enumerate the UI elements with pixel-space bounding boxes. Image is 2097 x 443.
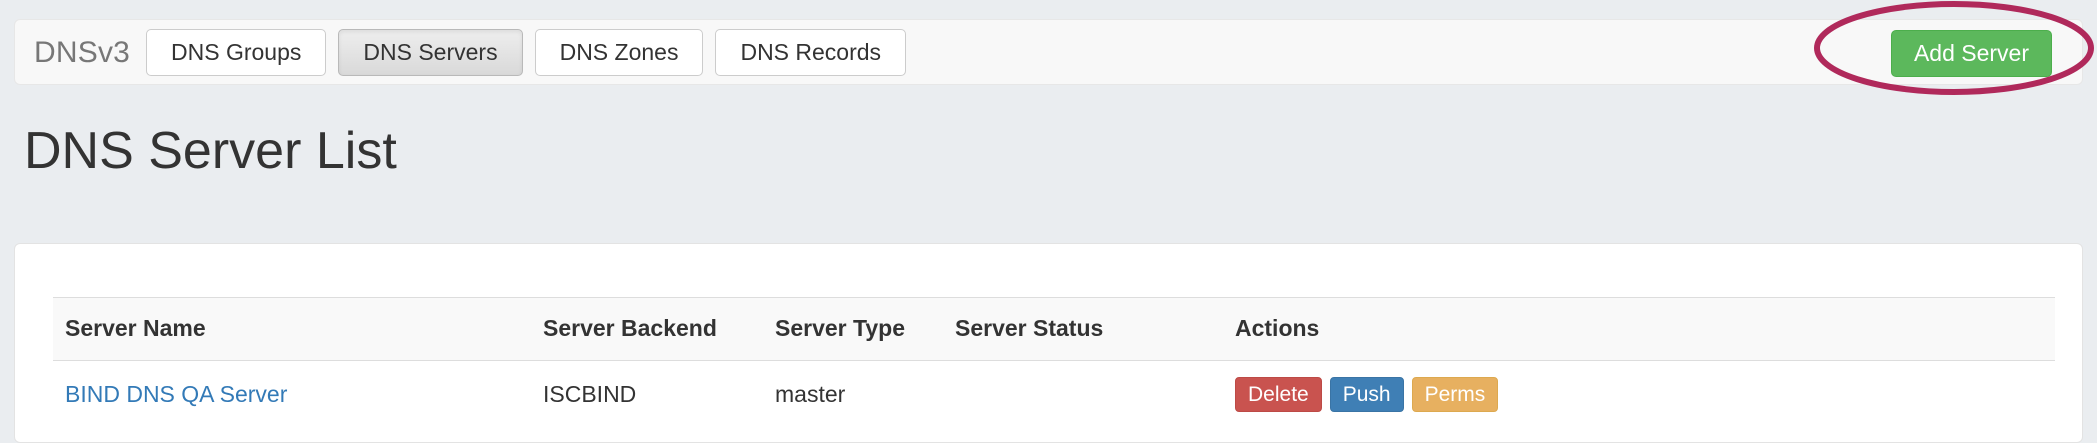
cell-server-backend: ISCBIND xyxy=(543,381,637,407)
action-button-group: Delete Push Perms xyxy=(1235,377,2055,412)
add-server-button-label: Add Server xyxy=(1913,40,2029,66)
server-list-table: Server Name Server Backend Server Type S… xyxy=(53,297,2055,428)
column-header-server-name[interactable]: Server Name xyxy=(65,315,206,341)
page-title: DNS Server List xyxy=(24,122,397,180)
table-row: BIND DNS QA Server ISCBIND master Delete… xyxy=(53,361,2055,429)
tab-dns-zones-label: DNS Zones xyxy=(559,39,679,65)
tab-dns-servers[interactable]: DNS Servers xyxy=(338,29,523,76)
tab-dns-groups[interactable]: DNS Groups xyxy=(146,29,327,76)
server-list-card: Server Name Server Backend Server Type S… xyxy=(14,243,2083,443)
tab-dns-records[interactable]: DNS Records xyxy=(715,29,907,76)
column-header-server-status[interactable]: Server Status xyxy=(955,315,1104,341)
navbar: DNSv3 DNS Groups DNS Servers DNS Zones D… xyxy=(14,19,2083,85)
column-header-server-type[interactable]: Server Type xyxy=(775,315,905,341)
cell-server-type: master xyxy=(775,381,846,407)
brand-logo[interactable]: DNSv3 xyxy=(34,36,131,69)
cell-server-status xyxy=(955,361,1235,429)
column-header-actions: Actions xyxy=(1235,315,1320,341)
perms-button[interactable]: Perms xyxy=(1411,377,1499,412)
tab-dns-groups-label: DNS Groups xyxy=(171,39,302,65)
tab-dns-servers-label: DNS Servers xyxy=(363,39,498,65)
delete-button[interactable]: Delete xyxy=(1235,377,1322,412)
cell-server-name: BIND DNS QA Server xyxy=(53,361,543,429)
push-button[interactable]: Push xyxy=(1329,377,1404,412)
tab-dns-zones[interactable]: DNS Zones xyxy=(534,29,704,76)
server-name-link[interactable]: BIND DNS QA Server xyxy=(65,381,288,407)
table-body: BIND DNS QA Server ISCBIND master Delete… xyxy=(53,361,2055,429)
add-server-button[interactable]: Add Server xyxy=(1890,30,2052,77)
column-header-server-backend[interactable]: Server Backend xyxy=(543,315,717,341)
table-header-row: Server Name Server Backend Server Type S… xyxy=(53,297,2055,361)
table-header: Server Name Server Backend Server Type S… xyxy=(53,297,2055,361)
nav-tab-group: DNS Groups DNS Servers DNS Zones DNS Rec… xyxy=(146,29,907,76)
cell-actions: Delete Push Perms xyxy=(1235,361,2055,429)
tab-dns-records-label: DNS Records xyxy=(740,39,882,65)
